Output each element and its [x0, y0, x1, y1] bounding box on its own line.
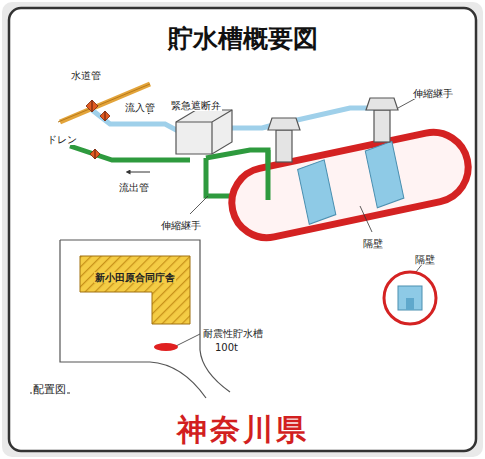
- node-label: 緊急遮断弁: [170, 100, 222, 111]
- pipe-label: 流入管: [124, 102, 156, 113]
- title-box: 貯水槽概要図: [0, 22, 485, 55]
- organisation-name: 神奈川県: [177, 412, 309, 447]
- label-box: 配置図: [32, 378, 67, 397]
- part-label: 隔壁: [362, 238, 384, 249]
- label-box: 伸縮継手: [412, 82, 454, 101]
- part-label: 伸縮継手: [412, 88, 454, 99]
- label-box: 耐震性貯水槽: [202, 322, 264, 341]
- pipe-label: 流出管: [118, 182, 150, 193]
- pipe-label: 水道管: [70, 70, 102, 81]
- label-box: 流入管: [124, 96, 156, 115]
- label-box: ドレン: [46, 128, 78, 147]
- label-box: 100t: [214, 336, 239, 355]
- part-label: 隔壁: [414, 254, 436, 265]
- node-label: 新小田原合同庁舎: [94, 272, 176, 283]
- label-box: 伸縮継手: [160, 214, 202, 233]
- part-label: 伸縮継手: [160, 220, 202, 231]
- capacity-label: 100t: [214, 342, 239, 353]
- map-label: 配置図: [32, 383, 67, 396]
- pipe-label: ドレン: [46, 134, 78, 145]
- caption-box: 神奈川県: [0, 410, 485, 451]
- label-box: 隔壁: [362, 232, 384, 251]
- building: 新小田原合同庁舎: [82, 266, 188, 285]
- label-box: 水道管: [70, 64, 102, 83]
- label-box: 隔壁: [414, 248, 436, 267]
- label-box: 流出管: [118, 176, 150, 195]
- diagram-title: 貯水槽概要図: [168, 24, 318, 53]
- valve-box: 緊急遮断弁: [150, 94, 242, 113]
- tank-label: 耐震性貯水槽: [202, 328, 264, 339]
